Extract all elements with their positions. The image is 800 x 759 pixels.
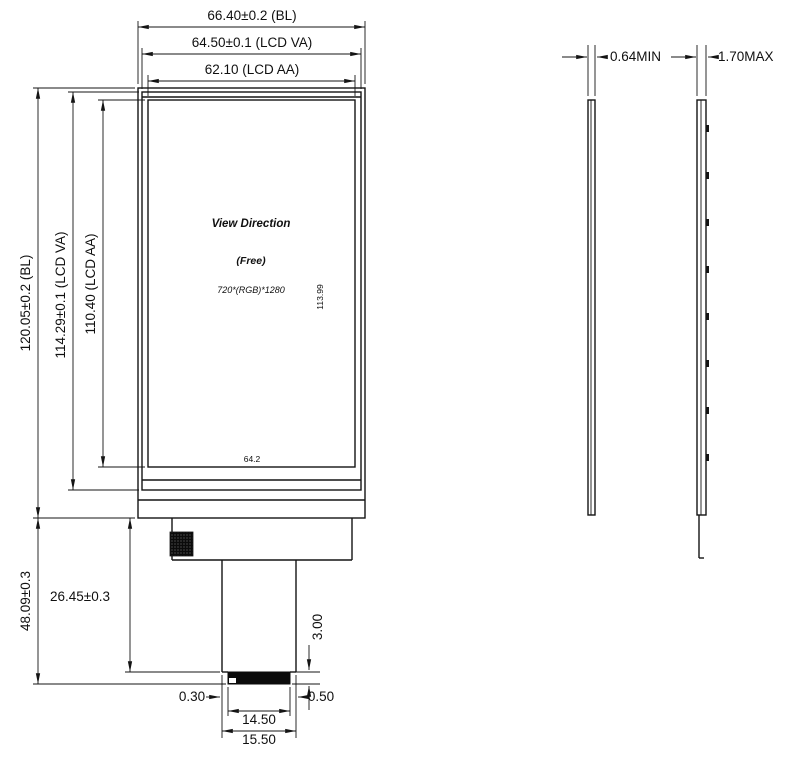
bump	[706, 219, 709, 226]
dim-fpc-length: 48.09±0.3	[18, 571, 33, 631]
dim-fpc-bend: 26.45±0.3	[50, 589, 110, 604]
dim-width-bl: 66.40±0.2 (BL)	[207, 8, 296, 23]
side-profile-bumps	[706, 125, 709, 461]
inner-height-label: 113.99	[315, 284, 325, 310]
lcd-aa-outline	[147, 99, 356, 468]
bump	[706, 266, 709, 273]
dims-bottom-connector: 0.30 0.50 14.50 15.50	[179, 675, 334, 747]
dim-fpc-end-width: 15.50	[242, 732, 276, 747]
dim-connector-offset-left: 0.30	[179, 689, 205, 704]
bump	[706, 172, 709, 179]
dims-left-height: 120.05±0.2 (BL) 114.29±0.1 (LCD VA) 110.…	[18, 87, 145, 519]
inner-width-label: 64.2	[244, 454, 261, 464]
dim-width-aa: 62.10 (LCD AA)	[205, 62, 300, 77]
fpc-connector	[227, 671, 291, 685]
lcd-va-outline	[141, 91, 362, 491]
dim-height-aa: 110.40 (LCD AA)	[83, 233, 98, 334]
fpc-tail	[169, 518, 353, 685]
resolution-label: 720*(RGB)*1280	[217, 285, 285, 295]
side-profile-module	[696, 99, 707, 516]
bump	[706, 360, 709, 367]
dim-thickness-lcd: 0.64MIN	[610, 49, 661, 64]
view-direction-label: View Direction	[212, 218, 291, 230]
side-profile-lcd	[587, 99, 596, 516]
dims-fpc-length: 48.09±0.3 26.45±0.3	[18, 518, 226, 685]
dim-thickness-module: 1.70MAX	[718, 49, 774, 64]
dim-connector-height: 3.00	[292, 614, 325, 710]
dim-connector-width: 14.50	[242, 712, 276, 727]
side-view-module	[696, 99, 709, 559]
side-view-lcd	[587, 99, 596, 516]
backlight-outline	[137, 87, 366, 519]
fpc-ic-component	[169, 531, 194, 557]
front-view: View Direction (Free) 720*(RGB)*1280 113…	[137, 87, 366, 519]
dims-thickness: 0.64MIN 1.70MAX	[562, 45, 774, 96]
dim-connector-offset-right: 0.50	[308, 689, 334, 704]
dims-top-width: 66.40±0.2 (BL) 64.50±0.1 (LCD VA) 62.10 …	[137, 8, 366, 96]
drive-mode-label: (Free)	[236, 255, 266, 267]
bump	[706, 454, 709, 461]
bump	[706, 313, 709, 320]
dim-connector-height: 3.00	[310, 614, 325, 640]
dim-height-va: 114.29±0.1 (LCD VA)	[53, 232, 68, 359]
bump	[706, 407, 709, 414]
bump	[706, 125, 709, 132]
dim-width-va: 64.50±0.1 (LCD VA)	[192, 35, 312, 50]
dim-height-bl: 120.05±0.2 (BL)	[18, 255, 33, 352]
fpc-connector-notch	[229, 678, 236, 683]
